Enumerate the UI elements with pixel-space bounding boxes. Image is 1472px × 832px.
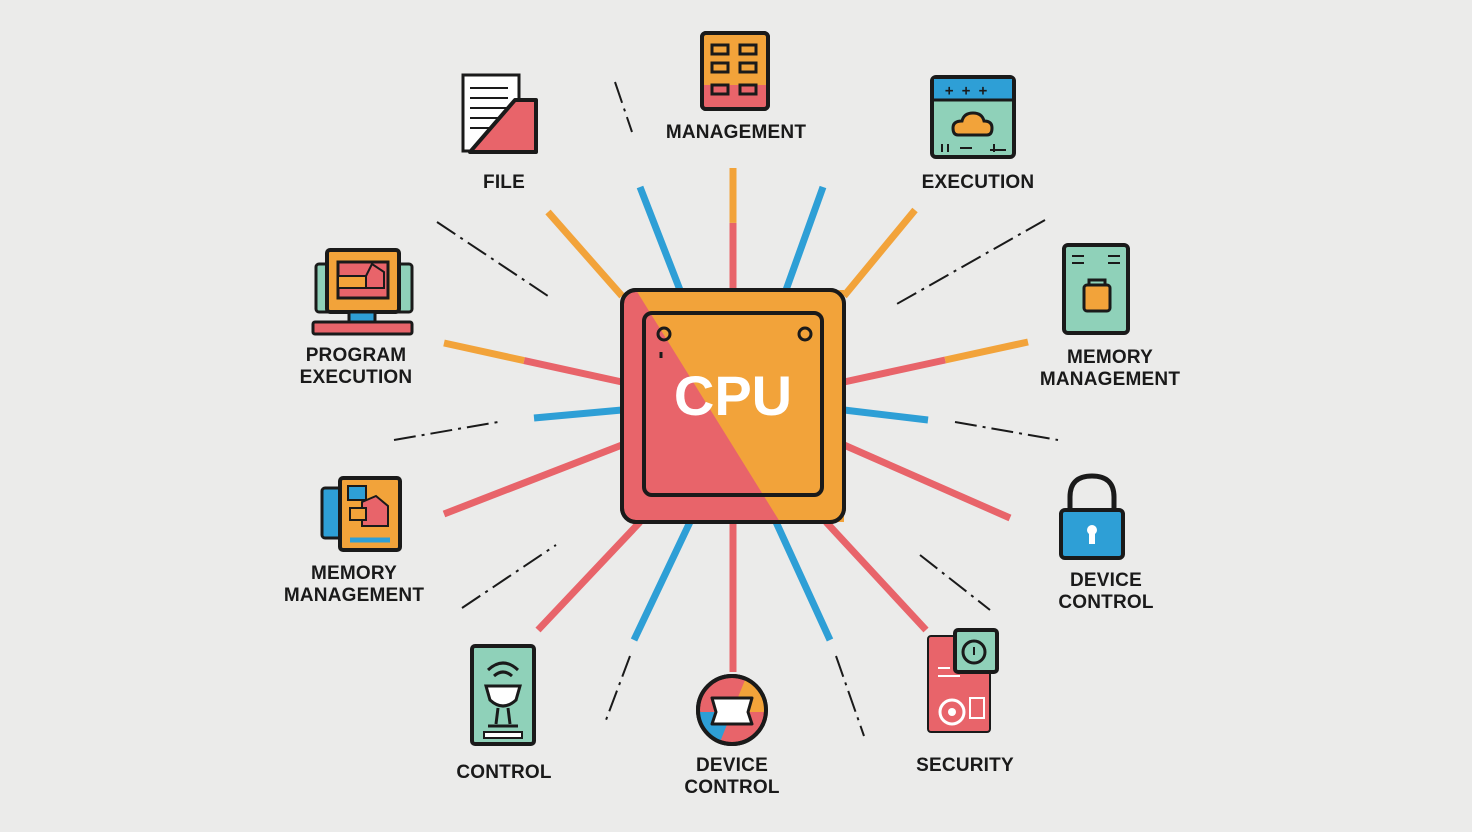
circle-device-icon [696,674,768,746]
label-line: MANAGEMENT [1039,369,1181,390]
dashed-connector [919,554,991,611]
svg-text:+ + +: + + + [945,83,987,99]
connector-ray [841,207,918,299]
connector-ray [843,406,929,424]
connector-ray [843,356,946,386]
folder-icon [461,73,538,154]
dashed-connectors [393,81,1059,737]
label-line: MANAGEMENT [665,122,807,143]
memory-card-icon [1062,243,1130,335]
cpu-label: CPU [674,364,792,427]
label-line: EXECUTION [921,172,1035,193]
security-panel-icon [927,628,999,733]
memory-blocks-icon [320,476,402,552]
dashed-connector [605,655,631,721]
connector-ray [772,520,834,642]
label-line: CONTROL [684,777,780,798]
connector-ray [535,519,643,633]
node-label-memory-management-right: MEMORY MANAGEMENT [1028,347,1192,391]
connector-ray [944,338,1029,364]
label-line: CONTROL [1058,592,1154,613]
label-line: CONTROL [456,762,552,783]
dashed-connector [835,655,865,737]
node-label-management: MANAGEMENT [650,122,822,144]
connector-ray [636,185,684,292]
label-line: FILE [483,172,525,193]
connector-ray [823,519,929,633]
label-line: DEVICE [1070,570,1142,591]
label-line: EXECUTION [299,367,413,388]
padlock-icon [1059,473,1125,560]
window-cloud-icon: + + + [930,75,1016,159]
connector-ray [442,441,624,518]
wireless-device-icon [470,644,536,746]
dashed-connector [436,221,549,297]
dashed-connector [614,81,633,133]
node-label-security: SECURITY [900,755,1030,777]
node-label-execution: EXECUTION [908,172,1048,194]
cpu-chip: CPU [620,288,846,524]
label-line: MANAGEMENT [283,585,425,606]
node-label-memory-management-left: MEMORY MANAGEMENT [272,563,436,607]
node-label-file: FILE [444,172,564,194]
dashed-connector [894,219,1046,306]
connector-ray [545,209,625,299]
node-label-control: CONTROL [444,762,564,784]
label-line: MEMORY [311,563,397,584]
document-list-icon [700,31,770,111]
dashed-connector [954,421,1059,441]
label-line: PROGRAM [305,345,407,366]
label-line: MEMORY [1067,347,1153,368]
dashed-connector [461,544,557,609]
connector-ray [443,339,525,364]
connector-rays [442,168,1029,672]
node-label-program-execution: PROGRAM EXECUTION [286,345,426,389]
monitor-icon [311,248,414,336]
connector-ray [533,406,623,422]
connector-ray [782,185,827,292]
connector-ray [842,441,1012,522]
label-line: SECURITY [916,755,1014,776]
node-label-device-control-bottom: DEVICE CONTROL [662,755,802,799]
dashed-connector [393,421,499,441]
label-line: DEVICE [696,755,768,776]
connector-ray [630,520,694,642]
node-label-device-control-right: DEVICE CONTROL [1036,570,1176,614]
connector-ray [523,357,623,386]
